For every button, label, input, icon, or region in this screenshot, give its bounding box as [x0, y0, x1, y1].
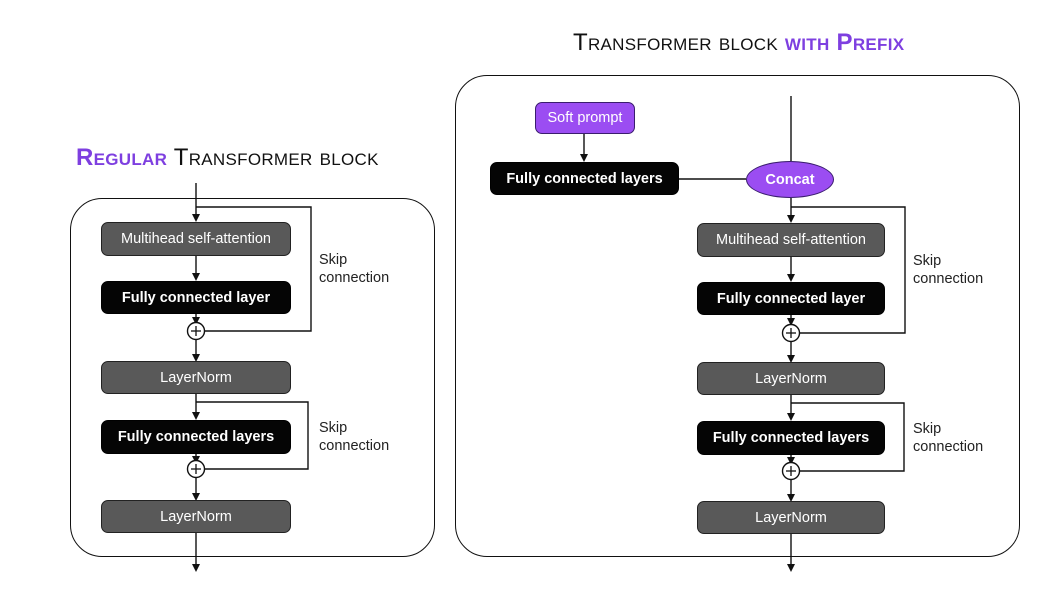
concat-node: Concat	[746, 161, 834, 198]
left-add-node-2	[186, 459, 206, 479]
left-block-panel	[70, 198, 435, 557]
right-title-accent-prefix: Prefix	[836, 29, 905, 56]
prefix-fully-connected-layers: Fully connected layers	[490, 162, 679, 195]
left-layernorm-2: LayerNorm	[101, 500, 291, 533]
soft-prompt-box: Soft prompt	[535, 102, 635, 134]
left-skip-label-2: Skip connection	[319, 419, 389, 455]
right-fully-connected-layers: Fully connected layers	[697, 421, 885, 455]
right-add-node-1	[781, 323, 801, 343]
right-skip-2-line2: connection	[913, 439, 984, 455]
left-layernorm-1: LayerNorm	[101, 361, 291, 394]
right-skip-1-line1: Skip	[913, 253, 942, 269]
left-multihead-self-attention: Multihead self-attention	[101, 222, 291, 256]
right-title: Transformer block with Prefix	[573, 31, 904, 55]
left-skip-label-1: Skip connection	[319, 251, 389, 287]
right-title-rest: Transformer block	[573, 29, 785, 56]
left-title-accent: Regular	[76, 144, 168, 171]
left-title-rest: Transformer block	[167, 144, 379, 171]
right-fully-connected-layer: Fully connected layer	[697, 282, 885, 315]
left-skip-1-line1: Skip	[319, 252, 348, 268]
right-multihead-self-attention: Multihead self-attention	[697, 223, 885, 257]
left-skip-2-line2: connection	[319, 438, 390, 454]
left-add-node-1	[186, 321, 206, 341]
left-fully-connected-layer: Fully connected layer	[101, 281, 291, 314]
left-skip-2-line1: Skip	[319, 420, 348, 436]
right-add-node-2	[781, 461, 801, 481]
right-block-panel	[455, 75, 1020, 557]
right-skip-1-line2: connection	[913, 271, 984, 287]
right-skip-2-line1: Skip	[913, 421, 942, 437]
left-fully-connected-layers: Fully connected layers	[101, 420, 291, 454]
right-title-accent-with: with	[784, 29, 830, 56]
right-skip-label-2: Skip connection	[913, 420, 983, 456]
left-skip-1-line2: connection	[319, 270, 390, 286]
right-skip-label-1: Skip connection	[913, 252, 983, 288]
left-title: Regular Transformer block	[76, 146, 379, 170]
right-layernorm-1: LayerNorm	[697, 362, 885, 395]
right-layernorm-2: LayerNorm	[697, 501, 885, 534]
